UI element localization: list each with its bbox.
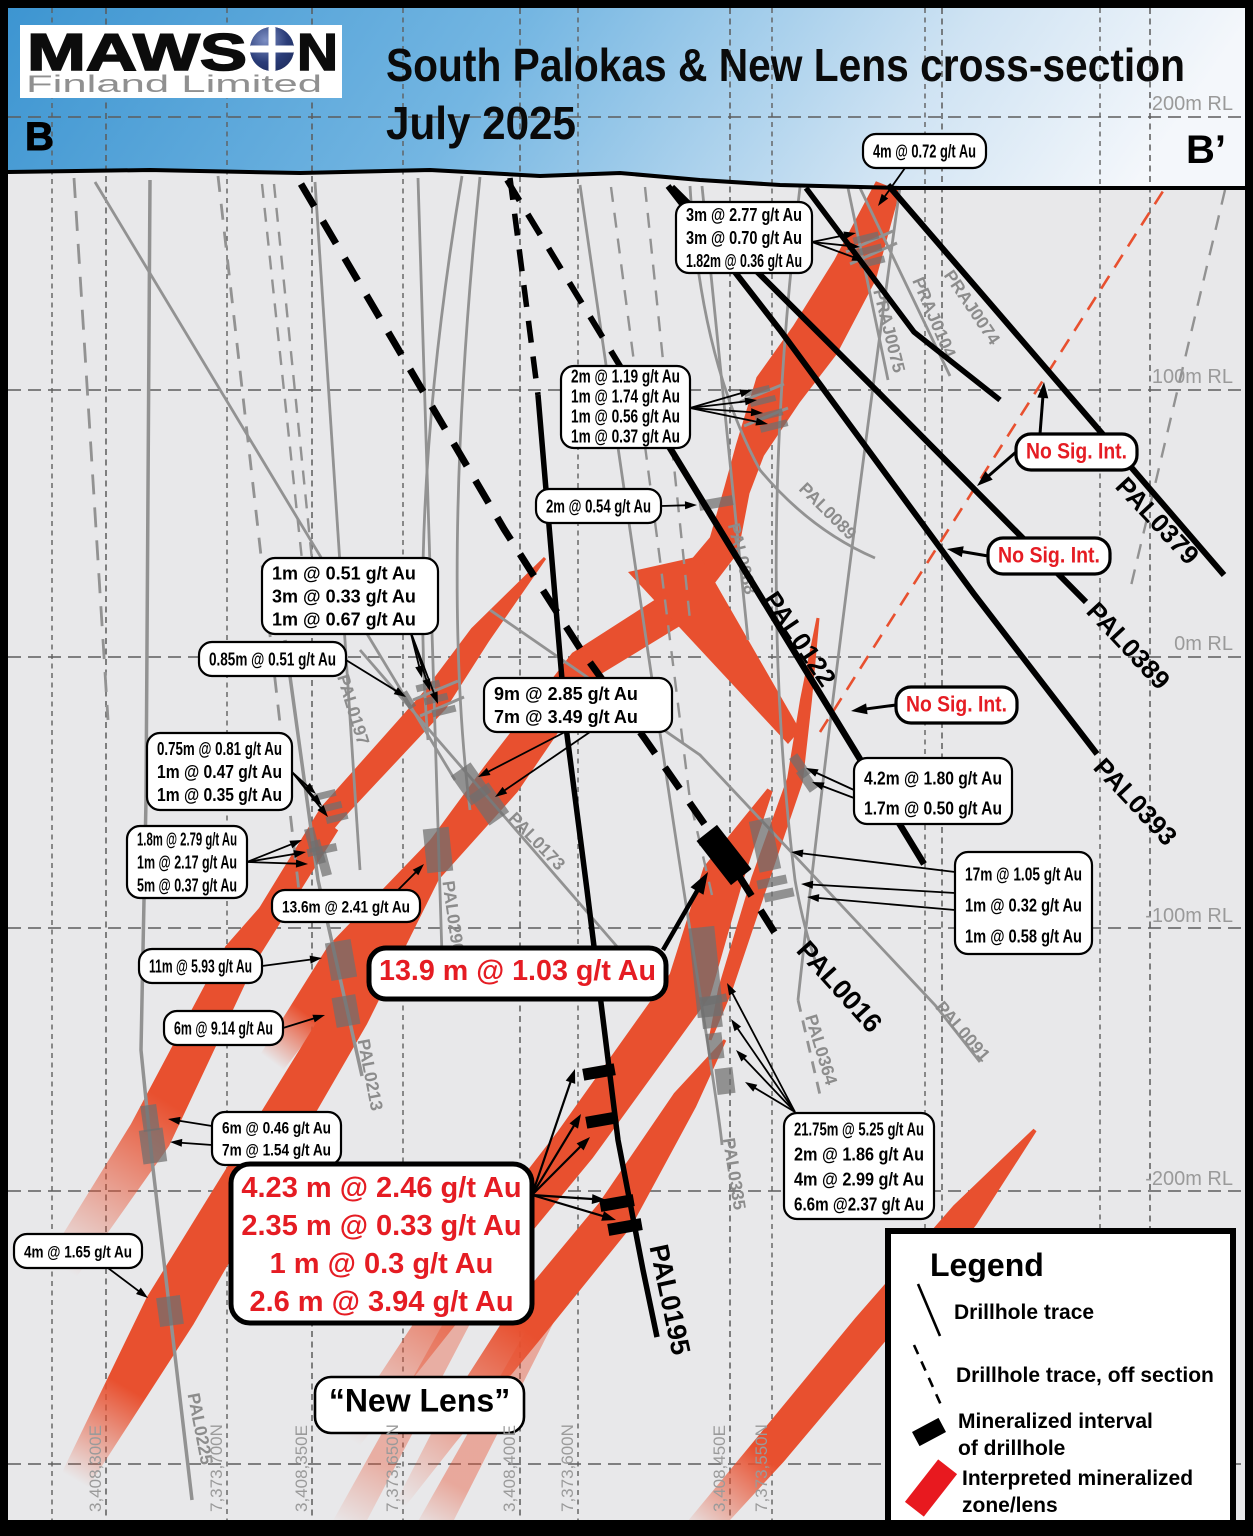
svg-text:4m @ 2.99 g/t Au: 4m @ 2.99 g/t Au — [794, 1170, 924, 1190]
svg-text:7,373,700N: 7,373,700N — [207, 1424, 226, 1512]
svg-text:1.8m @ 2.79 g/t Au: 1.8m @ 2.79 g/t Au — [137, 829, 237, 849]
svg-text:Drillhole trace, off section: Drillhole trace, off section — [956, 1364, 1214, 1387]
svg-text:100m RL: 100m RL — [1152, 366, 1233, 388]
svg-text:Drillhole trace: Drillhole trace — [954, 1301, 1094, 1324]
svg-text:17m @ 1.05 g/t Au: 17m @ 1.05 g/t Au — [965, 865, 1082, 885]
svg-text:B: B — [25, 115, 54, 159]
svg-text:Finland Limited: Finland Limited — [26, 71, 322, 98]
svg-text:3,408,350E: 3,408,350E — [292, 1425, 311, 1512]
svg-text:1m @ 0.47 g/t Au: 1m @ 0.47 g/t Au — [157, 762, 282, 782]
svg-text:B’: B’ — [1186, 128, 1226, 172]
svg-text:4m @ 1.65 g/t Au: 4m @ 1.65 g/t Au — [24, 1243, 132, 1261]
svg-text:No Sig. Int.: No Sig. Int. — [906, 691, 1007, 716]
svg-text:No Sig. Int.: No Sig. Int. — [1026, 438, 1127, 463]
svg-text:2.35 m @ 0.33 g/t Au: 2.35 m @ 0.33 g/t Au — [241, 1210, 521, 1242]
svg-text:1 m @ 0.3 g/t Au: 1 m @ 0.3 g/t Au — [270, 1248, 494, 1280]
svg-text:N: N — [297, 24, 338, 82]
svg-text:1m @ 0.67 g/t Au: 1m @ 0.67 g/t Au — [272, 609, 416, 629]
svg-text:1m @ 0.37 g/t Au: 1m @ 0.37 g/t Au — [571, 427, 680, 447]
svg-text:3,408,300E: 3,408,300E — [86, 1425, 105, 1512]
svg-text:Mineralized interval: Mineralized interval — [958, 1410, 1153, 1433]
svg-text:2m @ 1.86 g/t Au: 2m @ 1.86 g/t Au — [794, 1145, 924, 1165]
svg-text:-100m RL: -100m RL — [1145, 905, 1233, 927]
svg-text:4m @ 0.72 g/t Au: 4m @ 0.72 g/t Au — [873, 141, 976, 161]
svg-text:7m @ 3.49 g/t Au: 7m @ 3.49 g/t Au — [494, 707, 638, 727]
svg-text:3,408,400E: 3,408,400E — [500, 1425, 519, 1512]
svg-text:1m @ 0.35 g/t Au: 1m @ 0.35 g/t Au — [157, 785, 282, 805]
svg-text:July 2025: July 2025 — [386, 97, 576, 149]
svg-text:13.6m @ 2.41 g/t Au: 13.6m @ 2.41 g/t Au — [282, 897, 410, 916]
svg-text:7,373,550N: 7,373,550N — [752, 1424, 771, 1512]
svg-text:200m RL: 200m RL — [1152, 93, 1233, 115]
svg-text:3m @ 0.70 g/t Au: 3m @ 0.70 g/t Au — [686, 228, 802, 248]
svg-text:2.6 m @ 3.94 g/t Au: 2.6 m @ 3.94 g/t Au — [249, 1286, 513, 1318]
svg-text:1.82m @ 0.36 g/t Au: 1.82m @ 0.36 g/t Au — [686, 251, 802, 271]
svg-text:-200m RL: -200m RL — [1145, 1168, 1233, 1190]
svg-text:2m @ 0.54 g/t Au: 2m @ 0.54 g/t Au — [546, 496, 651, 516]
svg-text:3m @ 0.33 g/t Au: 3m @ 0.33 g/t Au — [272, 586, 416, 606]
svg-text:7m @ 1.54 g/t Au: 7m @ 1.54 g/t Au — [222, 1142, 331, 1160]
svg-text:0.75m @ 0.81 g/t Au: 0.75m @ 0.81 g/t Au — [157, 739, 282, 759]
svg-text:1m @ 2.17 g/t Au: 1m @ 2.17 g/t Au — [137, 852, 237, 872]
svg-text:MAWS: MAWS — [27, 24, 247, 82]
svg-text:11m @ 5.93 g/t Au: 11m @ 5.93 g/t Au — [149, 956, 252, 976]
svg-text:9m @ 2.85 g/t Au: 9m @ 2.85 g/t Au — [494, 684, 638, 704]
svg-text:13.9 m @ 1.03 g/t Au: 13.9 m @ 1.03 g/t Au — [379, 955, 656, 987]
svg-text:zone/lens: zone/lens — [962, 1494, 1058, 1517]
svg-text:1m @ 0.32 g/t Au: 1m @ 0.32 g/t Au — [965, 896, 1082, 916]
svg-text:2m @ 1.19 g/t Au: 2m @ 1.19 g/t Au — [571, 367, 680, 387]
svg-text:6m @ 9.14 g/t Au: 6m @ 9.14 g/t Au — [174, 1018, 273, 1038]
svg-text:1m @ 0.56 g/t Au: 1m @ 0.56 g/t Au — [571, 407, 680, 427]
svg-text:6.6m @2.37 g/t Au: 6.6m @2.37 g/t Au — [794, 1195, 924, 1215]
svg-text:6m @ 0.46 g/t Au: 6m @ 0.46 g/t Au — [222, 1120, 331, 1138]
svg-text:“New Lens”: “New Lens” — [329, 1382, 510, 1418]
svg-text:No Sig. Int.: No Sig. Int. — [998, 542, 1100, 567]
svg-text:5m @ 0.37 g/t Au: 5m @ 0.37 g/t Au — [137, 875, 237, 895]
svg-text:Interpreted mineralized: Interpreted mineralized — [962, 1467, 1193, 1490]
svg-text:Legend: Legend — [930, 1247, 1044, 1283]
svg-text:1m @ 0.51 g/t Au: 1m @ 0.51 g/t Au — [272, 563, 416, 583]
svg-text:of drillhole: of drillhole — [958, 1437, 1065, 1460]
svg-text:7,373,650N: 7,373,650N — [383, 1424, 402, 1512]
svg-text:7,373,600N: 7,373,600N — [558, 1424, 577, 1512]
svg-text:1m @ 1.74 g/t Au: 1m @ 1.74 g/t Au — [571, 387, 680, 407]
svg-text:4.2m @ 1.80 g/t Au: 4.2m @ 1.80 g/t Au — [864, 768, 1002, 788]
svg-text:1m @ 0.58 g/t Au: 1m @ 0.58 g/t Au — [965, 927, 1082, 947]
svg-text:0m RL: 0m RL — [1174, 633, 1233, 655]
svg-text:3,408,450E: 3,408,450E — [710, 1425, 729, 1512]
svg-text:1.7m @ 0.50 g/t Au: 1.7m @ 0.50 g/t Au — [864, 798, 1002, 818]
svg-text:South Palokas & New Lens cross: South Palokas & New Lens cross-section — [386, 39, 1185, 91]
svg-text:3m @ 2.77 g/t Au: 3m @ 2.77 g/t Au — [686, 205, 802, 225]
svg-text:0.85m @ 0.51 g/t Au: 0.85m @ 0.51 g/t Au — [209, 649, 336, 669]
svg-text:4.23 m @ 2.46 g/t Au: 4.23 m @ 2.46 g/t Au — [241, 1172, 521, 1204]
svg-text:21.75m @ 5.25 g/t Au: 21.75m @ 5.25 g/t Au — [794, 1120, 924, 1140]
